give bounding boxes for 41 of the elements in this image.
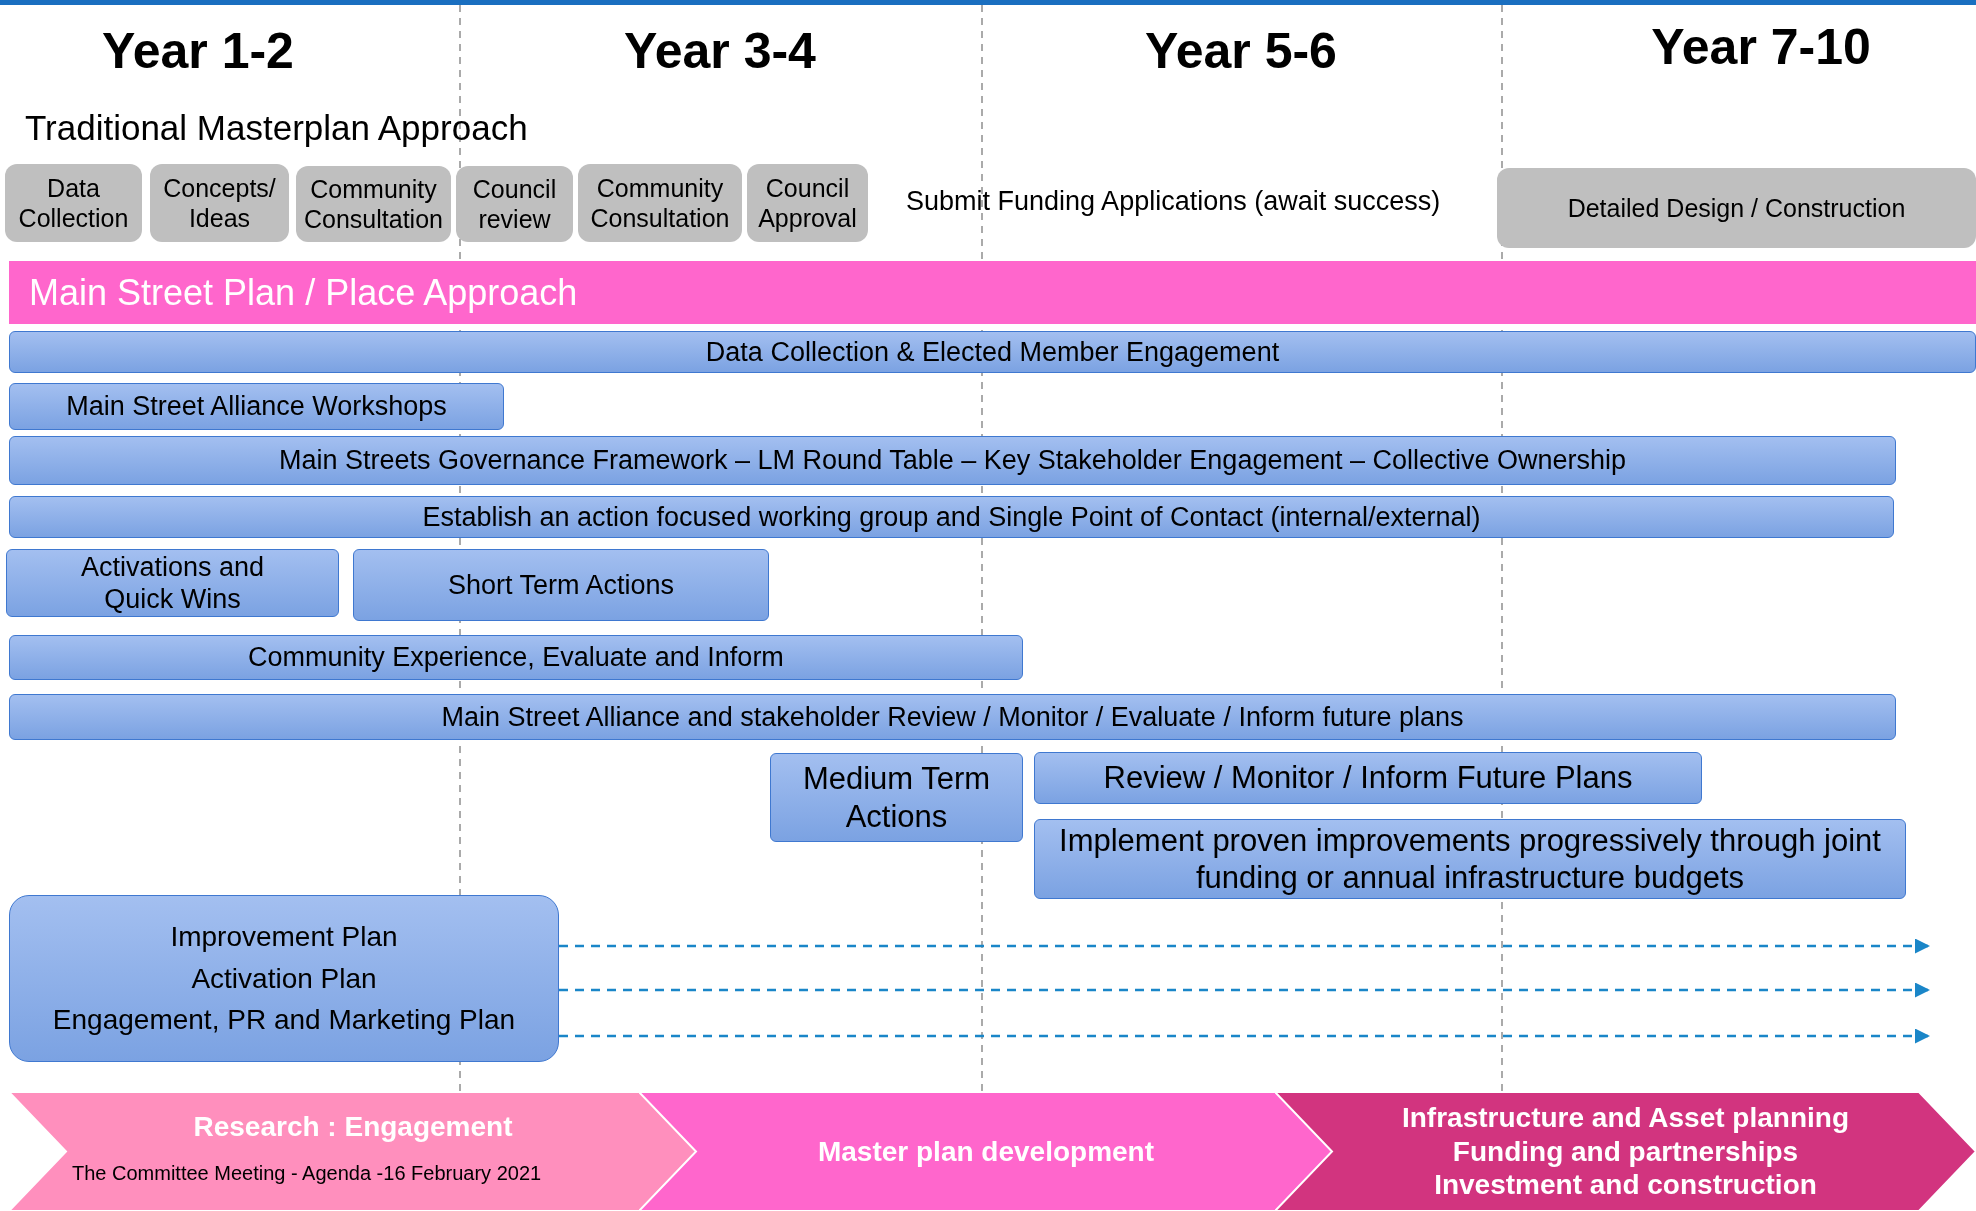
task-bar: Short Term Actions [353, 549, 769, 621]
task-bar: Medium Term Actions [770, 753, 1023, 842]
funding-note: Submit Funding Applications (await success) [906, 186, 1441, 217]
plan-box [9, 895, 559, 1062]
step-box: Concepts/ Ideas [150, 164, 289, 242]
task-bar: Data Collection & Elected Member Engagement [9, 331, 1976, 373]
footer-text: The Committee Meeting - Agenda -16 February 2021 [72, 1162, 542, 1185]
phase-label: Research : Engagement [193, 1109, 513, 1144]
year-heading: Year 1-2 [102, 22, 294, 80]
dashed-arrow [559, 938, 1930, 954]
phase-band [1275, 1092, 1976, 1211]
phase-label: Master plan development [817, 1134, 1155, 1169]
section-band: Main Street Plan / Place Approach [9, 261, 1976, 324]
plan-title: Improvement Plan [170, 920, 398, 954]
task-bar: Main Street Alliance Workshops [9, 383, 504, 430]
phase-label: Infrastructure and Asset planning [1402, 1101, 1849, 1135]
step-box: Community Consultation [578, 164, 742, 242]
plan-title: Engagement, PR and Marketing Plan [52, 1003, 516, 1037]
dashed-arrow [559, 982, 1930, 998]
step-box: Detailed Design / Construction [1497, 168, 1976, 248]
dashed-arrow [559, 1028, 1930, 1044]
task-bar: Review / Monitor / Inform Future Plans [1034, 752, 1702, 804]
task-bar: Implement proven improvements progressively through joint funding or annual infrastructure budgets [1034, 819, 1906, 899]
task-bar: Community Experience, Evaluate and Inform [9, 635, 1023, 680]
phase-band [639, 1092, 1333, 1211]
step-box: Data Collection [5, 164, 142, 242]
step-box: Community Consultation [296, 166, 451, 242]
phase-label: Investment and construction [1434, 1168, 1817, 1202]
step-box: Council review [456, 166, 573, 242]
task-bar: Establish an action focused working group and Single Point of Contact (internal/external) [9, 496, 1894, 538]
step-box: Council Approval [747, 164, 868, 242]
section-heading: Traditional Masterplan Approach [25, 108, 528, 148]
task-bar: Activations and Quick Wins [6, 549, 339, 617]
phase-band [9, 1092, 697, 1211]
phase-label: Funding and partnerships [1452, 1134, 1799, 1169]
task-bar: Main Streets Governance Framework – LM Round Table – Key Stakeholder Engagement – Collective Ownership [9, 436, 1896, 485]
year-heading: Year 7-10 [1651, 18, 1871, 76]
year-heading: Year 3-4 [624, 22, 816, 80]
plan-title: Activation Plan [191, 961, 377, 996]
year-heading: Year 5-6 [1145, 22, 1337, 80]
task-bar: Main Street Alliance and stakeholder Review / Monitor / Evaluate / Inform future plans [9, 694, 1896, 740]
